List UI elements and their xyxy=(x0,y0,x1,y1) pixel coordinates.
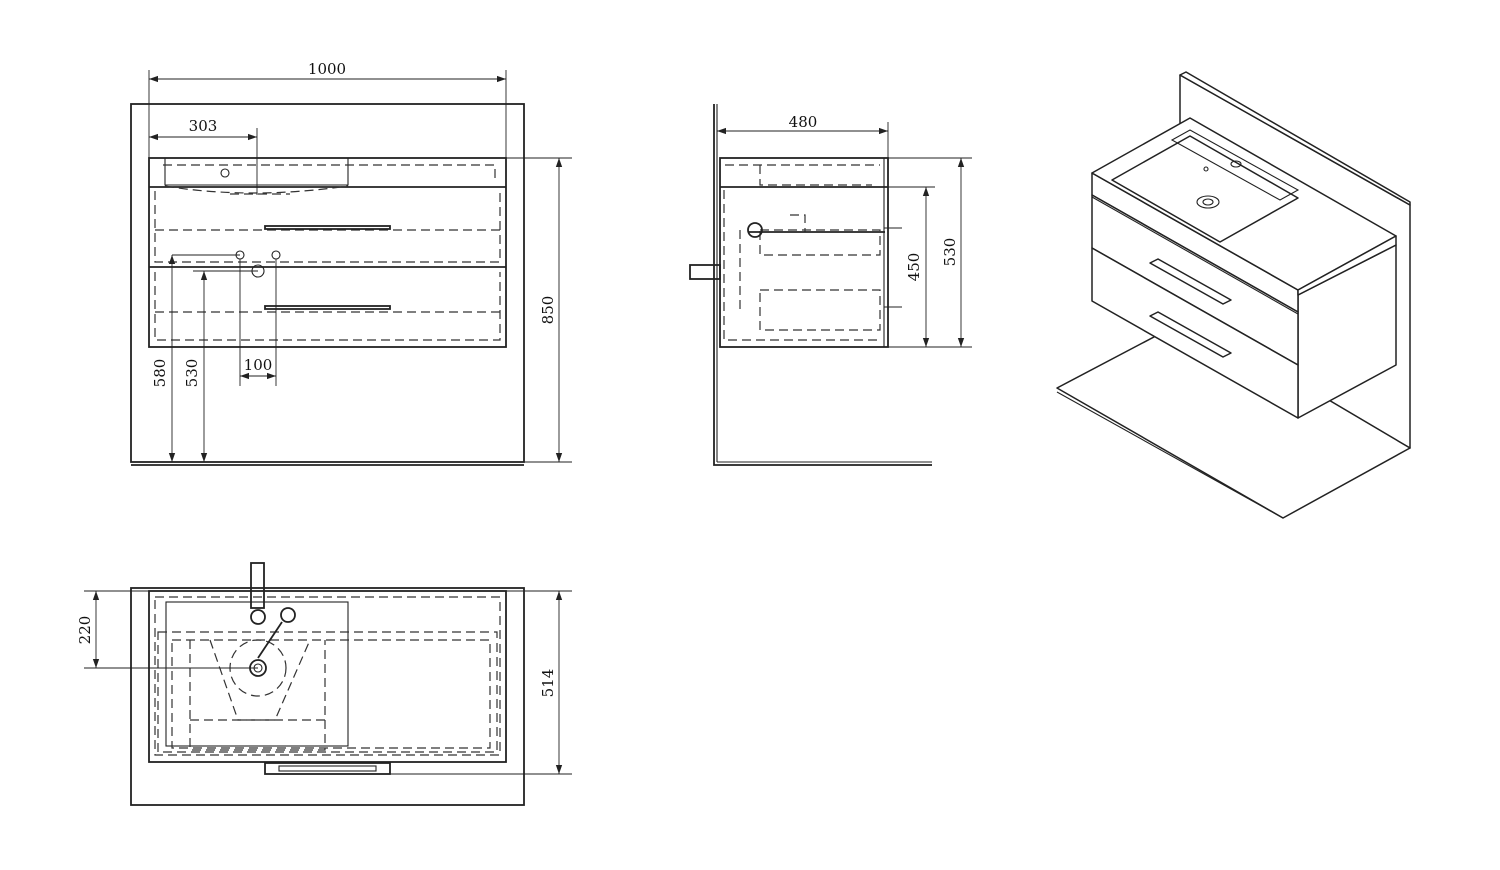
front-view: 1000 303 850 580 530 100 xyxy=(130,60,572,466)
dim-front-width: 1000 xyxy=(308,60,346,78)
dim-side-cabinet-height: 450 xyxy=(905,253,923,282)
isometric-view xyxy=(1056,71,1411,519)
dim-side-total-height: 530 xyxy=(941,238,959,267)
dim-front-pipe-spacing: 100 xyxy=(244,356,273,374)
dim-side-depth: 480 xyxy=(789,113,818,131)
dim-front-basin-offset: 303 xyxy=(189,117,218,135)
side-view: 480 450 530 xyxy=(689,104,972,466)
dim-top-drain-offset: 220 xyxy=(76,616,94,645)
dim-front-mount-height: 580 xyxy=(151,359,169,388)
dim-top-depth: 514 xyxy=(539,669,557,698)
dim-front-height: 850 xyxy=(539,296,557,325)
top-view: 220 514 xyxy=(76,562,572,806)
dim-front-drain-height: 530 xyxy=(183,359,201,388)
